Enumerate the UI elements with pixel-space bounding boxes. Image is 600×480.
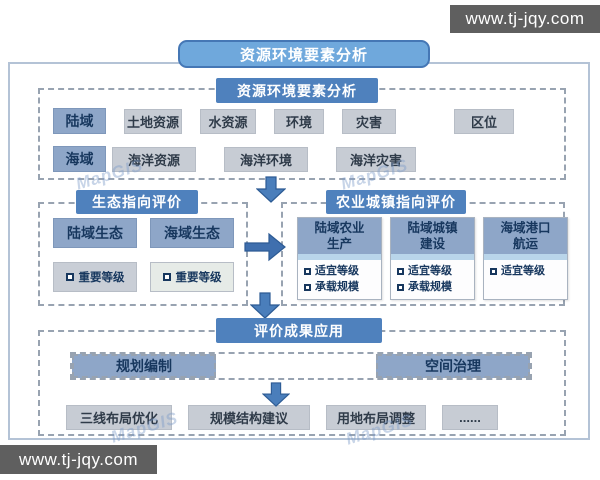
card-accent-strip — [484, 254, 567, 260]
eco-column-title: 陆域生态 — [53, 218, 137, 248]
eco-column-title: 海域生态 — [150, 218, 234, 248]
agri-card: 陆域农业生产 适宜等级 承载规模 — [297, 217, 382, 300]
checkbox-icon — [304, 283, 311, 291]
agri-card-title: 陆域农业生产 — [298, 218, 381, 254]
arrow-down-icon — [256, 176, 286, 203]
agri-card-title: 海域港口航运 — [484, 218, 567, 254]
application-strip: 规划编制 空间治理 — [70, 352, 532, 380]
agri-card-title-text: 陆域农业生产 — [314, 221, 365, 251]
checkbox-icon — [162, 273, 171, 281]
element-item: 海洋灾害 — [336, 146, 416, 172]
agri-card-item: 承载规模 — [304, 279, 377, 295]
arrow-down-icon — [250, 292, 280, 319]
agri-card-item: 适宜等级 — [490, 263, 563, 279]
checkbox-icon — [397, 267, 404, 275]
agri-item-label: 适宜等级 — [501, 265, 545, 277]
agri-card-body: 适宜等级 — [484, 260, 567, 299]
checkbox-icon — [304, 267, 311, 275]
checkbox-icon — [65, 273, 74, 281]
agri-item-label: 承载规模 — [408, 281, 452, 293]
checkbox-icon — [397, 283, 404, 291]
element-item: 水资源 — [200, 108, 256, 134]
application-strip-item: 空间治理 — [376, 354, 530, 378]
output-item: 三线布局优化 — [66, 405, 172, 430]
eco-grade-item: 重要等级 — [53, 262, 137, 292]
agri-card: 海域港口航运 适宜等级 — [483, 217, 568, 300]
main-title: 资源环境要素分析 — [178, 40, 430, 68]
site-watermark-top: www.tj-jqy.com — [450, 5, 600, 33]
element-item: 灾害 — [342, 108, 396, 134]
agri-item-label: 承载规模 — [315, 281, 359, 293]
application-outputs-row: 三线布局优化 规模结构建议 用地布局调整 ...... — [66, 405, 498, 430]
eco-section-header: 生态指向评价 — [76, 190, 198, 214]
eco-grade-item: 重要等级 — [150, 262, 234, 292]
output-item: 规模结构建议 — [188, 405, 310, 430]
element-item: 环境 — [274, 108, 324, 134]
agri-card-title-text: 陆域城镇建设 — [407, 221, 458, 251]
site-watermark-bottom: www.tj-jqy.com — [0, 445, 157, 474]
agri-card-title-text: 海域港口航运 — [500, 221, 551, 251]
agri-card-item: 适宜等级 — [304, 263, 377, 279]
agri-card-body: 适宜等级 承载规模 — [298, 260, 381, 299]
agri-card-title: 陆域城镇建设 — [391, 218, 474, 254]
diagram-panel: 陆域 土地资源 水资源 环境 灾害 区位 海域 海洋资源 海洋环境 海洋灾害 资… — [8, 62, 590, 440]
card-accent-strip — [298, 254, 381, 260]
elements-section-header: 资源环境要素分析 — [216, 78, 378, 103]
element-item: 区位 — [454, 108, 514, 134]
checkbox-icon — [490, 267, 497, 275]
sea-category-label: 海域 — [53, 146, 106, 172]
eco-grade-label: 重要等级 — [175, 272, 222, 284]
eco-grade-label: 重要等级 — [78, 272, 125, 284]
agri-card: 陆域城镇建设 适宜等级 承载规模 — [390, 217, 475, 300]
application-section-header: 评价成果应用 — [216, 318, 382, 343]
agri-card-item: 承载规模 — [397, 279, 470, 295]
application-strip-item: 规划编制 — [72, 354, 216, 378]
agri-section-box: 陆域农业生产 适宜等级 承载规模 陆域城镇建设 — [281, 202, 568, 306]
element-item: 海洋资源 — [112, 146, 196, 172]
card-accent-strip — [391, 254, 474, 260]
eco-section-box: 陆域生态 海域生态 重要等级 重要等级 — [38, 202, 248, 306]
output-item: ...... — [442, 405, 498, 430]
agri-section-header: 农业城镇指向评价 — [326, 190, 466, 214]
agri-card-body: 适宜等级 承载规模 — [391, 260, 474, 299]
agri-item-label: 适宜等级 — [408, 265, 452, 277]
elements-section-box: 陆域 土地资源 水资源 环境 灾害 区位 海域 海洋资源 海洋环境 海洋灾害 — [38, 88, 566, 180]
application-section-box: 规划编制 空间治理 三线布局优化 规模结构建议 用地布局调整 ...... — [38, 330, 566, 436]
land-row: 陆域 土地资源 水资源 环境 灾害 区位 — [53, 108, 514, 134]
agri-item-label: 适宜等级 — [315, 265, 359, 277]
land-category-label: 陆域 — [53, 108, 106, 134]
arrow-down-icon — [262, 382, 290, 407]
arrow-right-icon — [244, 232, 286, 262]
agri-card-item: 适宜等级 — [397, 263, 470, 279]
sea-row: 海域 海洋资源 海洋环境 海洋灾害 — [53, 146, 416, 172]
output-item: 用地布局调整 — [326, 405, 426, 430]
element-item: 土地资源 — [124, 108, 182, 134]
element-item: 海洋环境 — [224, 146, 308, 172]
